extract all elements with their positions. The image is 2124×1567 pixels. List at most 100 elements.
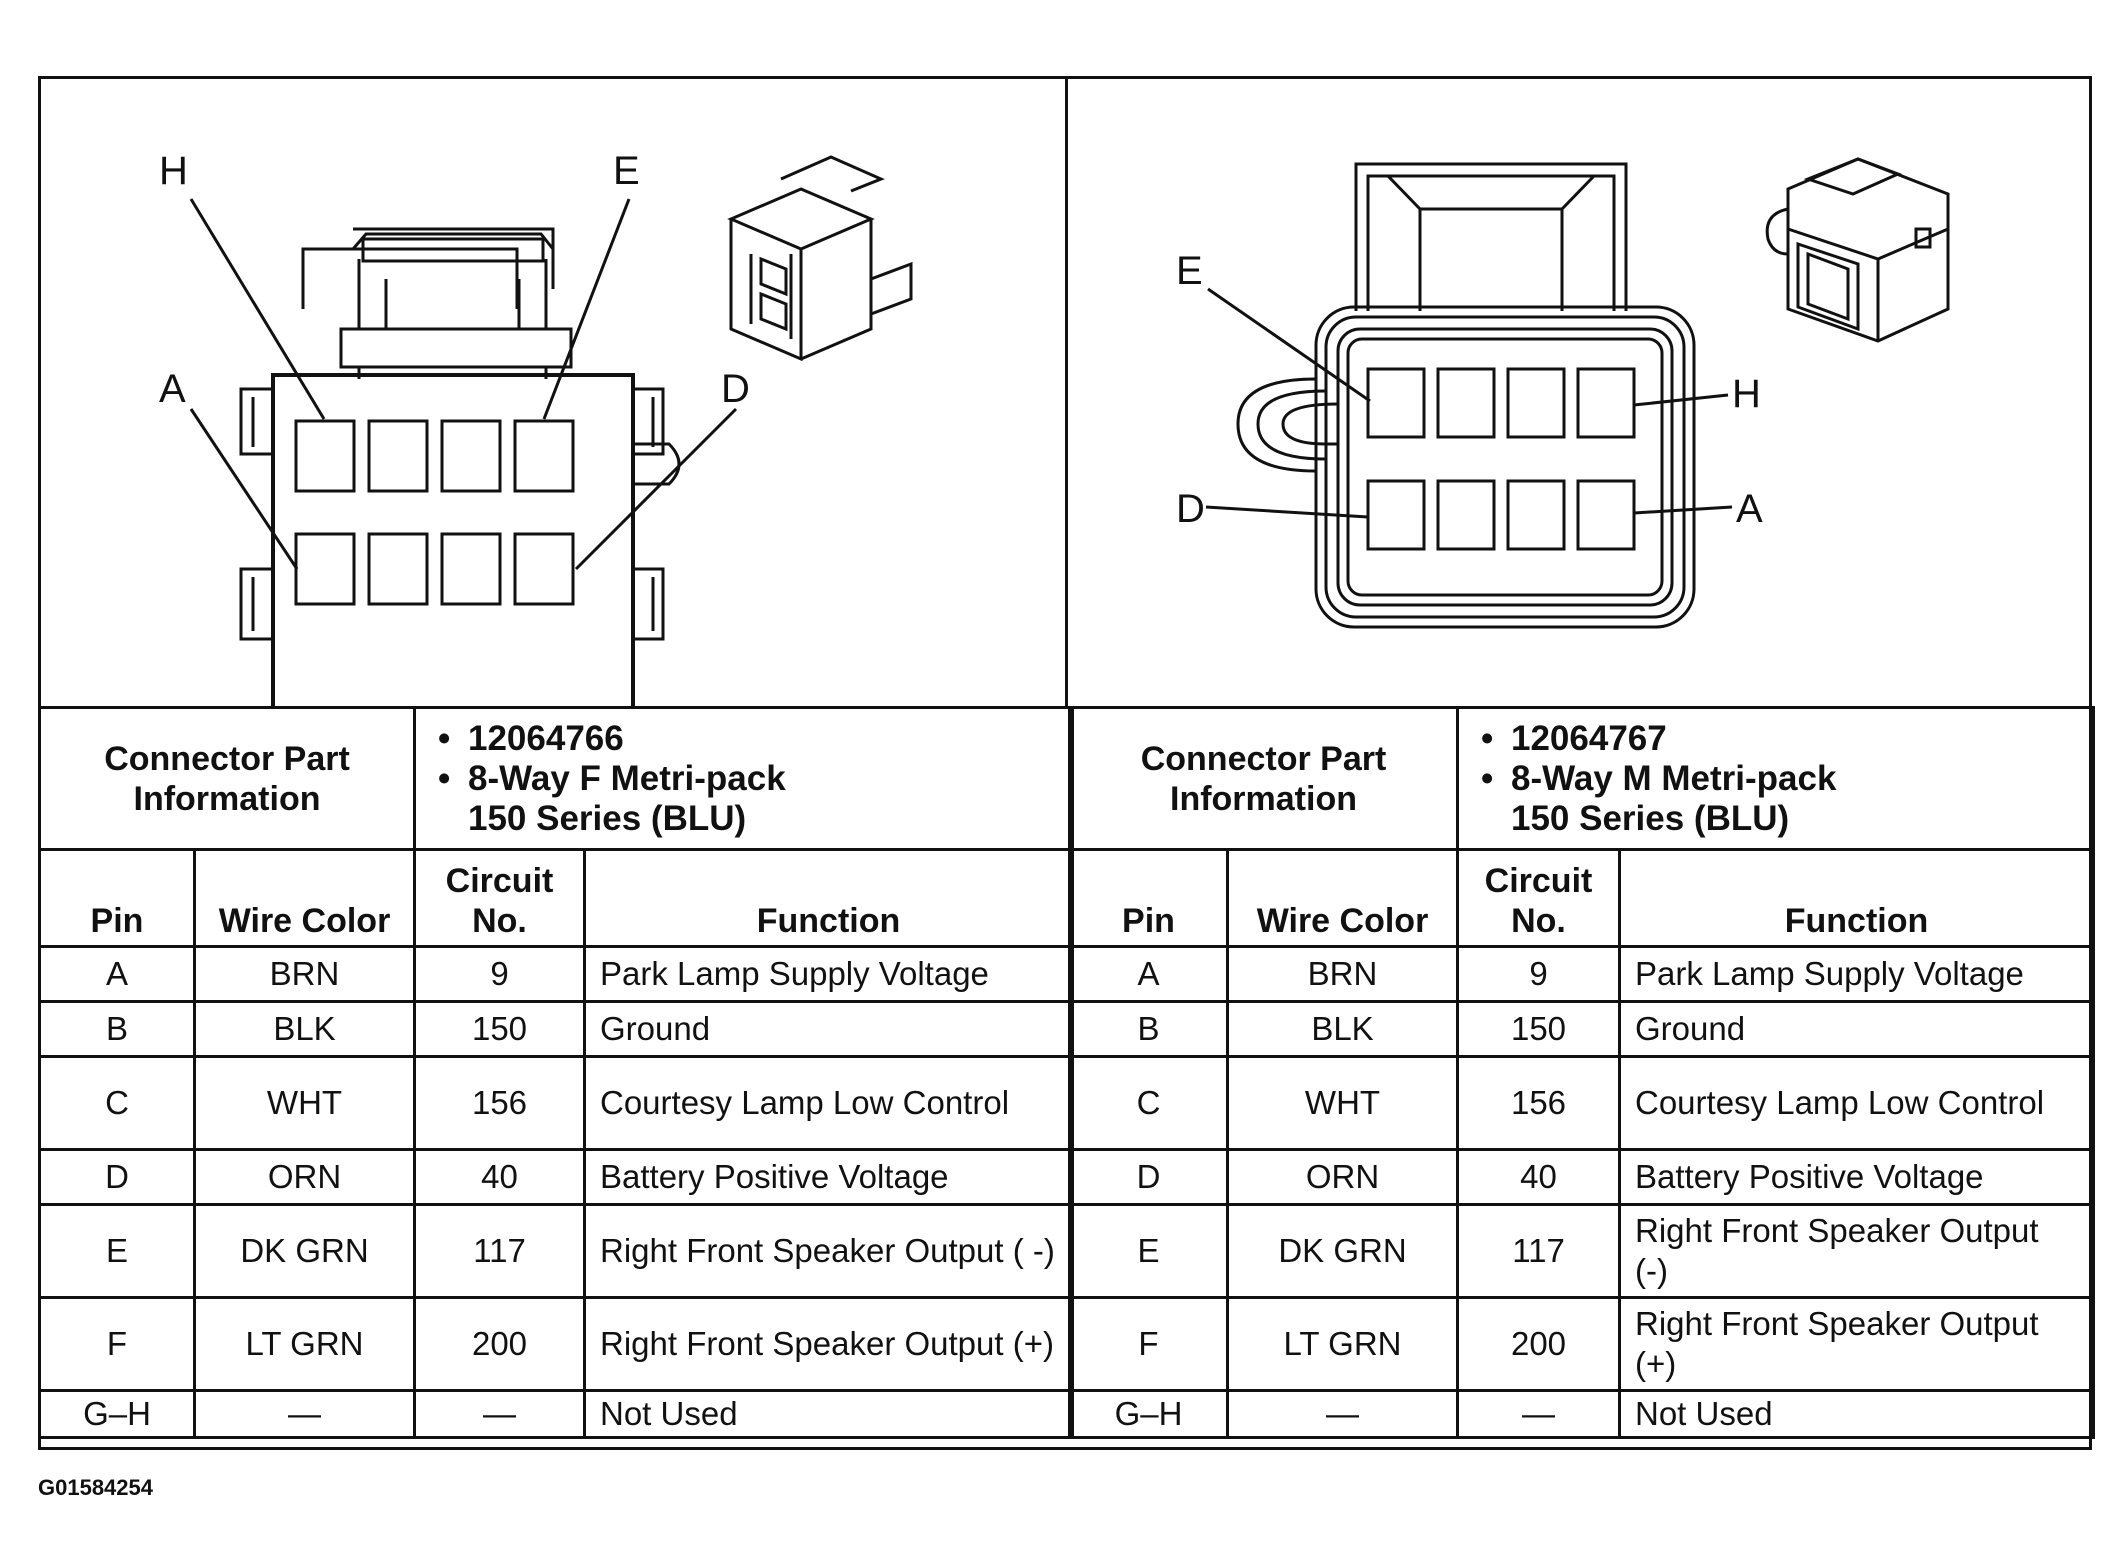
cell-function: Battery Positive Voltage xyxy=(582,1148,1075,1206)
cell-pin: D xyxy=(1068,1148,1229,1206)
cell-circuit: 150 xyxy=(413,1000,586,1058)
cell-circuit: 200 xyxy=(1456,1296,1621,1392)
part-series: 150 Series (BLU) xyxy=(468,798,747,838)
cell-pin: G–H xyxy=(38,1389,196,1439)
cell-function: Not Used xyxy=(1617,1389,2096,1439)
table-row: C WHT 156 Courtesy Lamp Low Control xyxy=(38,1055,1075,1151)
cell-circuit: 200 xyxy=(413,1296,586,1392)
cell-wire-color: WHT xyxy=(1226,1055,1459,1151)
cell-circuit: 156 xyxy=(413,1055,586,1151)
connector-part-info-label: Connector Part Information xyxy=(38,706,416,851)
cell-pin: B xyxy=(38,1000,196,1058)
table-row: D ORN 40 Battery Positive Voltage xyxy=(38,1148,1075,1206)
cell-pin: E xyxy=(1068,1203,1229,1299)
connector-part-info-list: •12064767 •8-Way M Metri-pack 150 Series… xyxy=(1455,706,2096,851)
callout-label-d: D xyxy=(721,367,750,411)
cell-pin: F xyxy=(38,1296,196,1392)
cell-function: Courtesy Lamp Low Control xyxy=(582,1055,1075,1151)
cell-circuit: 117 xyxy=(1456,1203,1621,1299)
table-row: F LT GRN 200 Right Front Speaker Output … xyxy=(38,1296,1075,1392)
cell-function: Park Lamp Supply Voltage xyxy=(582,945,1075,1003)
cell-wire-color: BRN xyxy=(1226,945,1459,1003)
table-row: F LT GRN 200 Right Front Speaker Output … xyxy=(1068,1296,2096,1392)
cell-circuit: 40 xyxy=(413,1148,586,1206)
figure-code: G01584254 xyxy=(38,1475,153,1500)
table-row: B BLK 150 Ground xyxy=(1068,1000,2096,1058)
cell-pin: C xyxy=(38,1055,196,1151)
cell-circuit: 156 xyxy=(1456,1055,1621,1151)
connector-figure: H E A D xyxy=(38,76,2096,1450)
cell-wire-color: — xyxy=(193,1389,416,1439)
cell-wire-color: ORN xyxy=(1226,1148,1459,1206)
connector-part-info-label: Connector Part Information xyxy=(1068,706,1459,851)
header-circuit-no: Circuit No. xyxy=(1456,848,1621,948)
header-wire-color: Wire Color xyxy=(193,848,416,948)
cell-wire-color: WHT xyxy=(193,1055,416,1151)
cell-pin: A xyxy=(1068,945,1229,1003)
cell-function: Battery Positive Voltage xyxy=(1617,1148,2096,1206)
table-row: E DK GRN 117 Right Front Speaker Output … xyxy=(38,1203,1075,1299)
table-row: G–H — — Not Used xyxy=(38,1389,1075,1439)
cell-circuit: 150 xyxy=(1456,1000,1621,1058)
cell-circuit: — xyxy=(413,1389,586,1439)
cell-wire-color: — xyxy=(1226,1389,1459,1439)
header-function: Function xyxy=(1617,848,2096,948)
cell-function: Not Used xyxy=(582,1389,1075,1439)
cell-circuit: 9 xyxy=(413,945,586,1003)
cell-wire-color: LT GRN xyxy=(1226,1296,1459,1392)
header-pin: Pin xyxy=(1068,848,1229,948)
callout-label-a: A xyxy=(159,367,186,411)
part-number: 12064767 xyxy=(1511,718,1667,758)
callout-label-h: H xyxy=(1732,372,1761,416)
cell-circuit: 40 xyxy=(1456,1148,1621,1206)
cell-function: Right Front Speaker Output (+) xyxy=(1617,1296,2096,1392)
female-connector-pinout-table: Connector Part Information •12064766 •8-… xyxy=(38,706,1075,1439)
cell-wire-color: DK GRN xyxy=(1226,1203,1459,1299)
part-series: 150 Series (BLU) xyxy=(1511,798,1790,838)
callout-label-e: E xyxy=(1176,249,1203,293)
callout-label-d: D xyxy=(1176,487,1205,531)
cell-pin: G–H xyxy=(1068,1389,1229,1439)
header-circuit-no: Circuit No. xyxy=(413,848,586,948)
cell-wire-color: BLK xyxy=(193,1000,416,1058)
cell-circuit: — xyxy=(1456,1389,1621,1439)
male-connector-pinout-table: Connector Part Information •12064767 •8-… xyxy=(1068,706,2096,1439)
callout-label-e: E xyxy=(613,149,640,193)
table-row: B BLK 150 Ground xyxy=(38,1000,1075,1058)
table-row: C WHT 156 Courtesy Lamp Low Control xyxy=(1068,1055,2096,1151)
cell-function: Park Lamp Supply Voltage xyxy=(1617,945,2096,1003)
cell-function: Ground xyxy=(1617,1000,2096,1058)
part-description: 8-Way F Metri-pack xyxy=(468,758,786,798)
table-row: A BRN 9 Park Lamp Supply Voltage xyxy=(38,945,1075,1003)
cell-wire-color: LT GRN xyxy=(193,1296,416,1392)
part-number: 12064766 xyxy=(468,718,624,758)
female-connector-face-view: H E A D xyxy=(159,149,913,706)
callout-label-h: H xyxy=(159,149,188,193)
cell-function: Right Front Speaker Output (-) xyxy=(1617,1203,2096,1299)
cell-pin: B xyxy=(1068,1000,1229,1058)
table-row: A BRN 9 Park Lamp Supply Voltage xyxy=(1068,945,2096,1003)
cell-wire-color: BLK xyxy=(1226,1000,1459,1058)
cell-function: Ground xyxy=(582,1000,1075,1058)
cell-pin: F xyxy=(1068,1296,1229,1392)
connector-part-info-row: Connector Part Information •12064767 •8-… xyxy=(1068,706,2096,851)
cell-pin: D xyxy=(38,1148,196,1206)
cell-circuit: 117 xyxy=(413,1203,586,1299)
part-description: 8-Way M Metri-pack xyxy=(1511,758,1837,798)
table-header-row: Pin Wire Color Circuit No. Function xyxy=(38,848,1075,948)
cell-pin: A xyxy=(38,945,196,1003)
cell-function: Right Front Speaker Output ( -) xyxy=(582,1203,1075,1299)
header-wire-color: Wire Color xyxy=(1226,848,1459,948)
cell-circuit: 9 xyxy=(1456,945,1621,1003)
table-row: G–H — — Not Used xyxy=(1068,1389,2096,1439)
cell-function: Right Front Speaker Output (+) xyxy=(582,1296,1075,1392)
cell-pin: C xyxy=(1068,1055,1229,1151)
table-header-row: Pin Wire Color Circuit No. Function xyxy=(1068,848,2096,948)
callout-label-a: A xyxy=(1736,487,1763,531)
female-connector-diagram-panel: H E A D xyxy=(41,79,1068,706)
cell-pin: E xyxy=(38,1203,196,1299)
cell-function: Courtesy Lamp Low Control xyxy=(1617,1055,2096,1151)
connector-part-info-row: Connector Part Information •12064766 •8-… xyxy=(38,706,1075,851)
table-row: E DK GRN 117 Right Front Speaker Output … xyxy=(1068,1203,2096,1299)
male-connector-diagram-panel: E H D A xyxy=(1068,79,2089,706)
